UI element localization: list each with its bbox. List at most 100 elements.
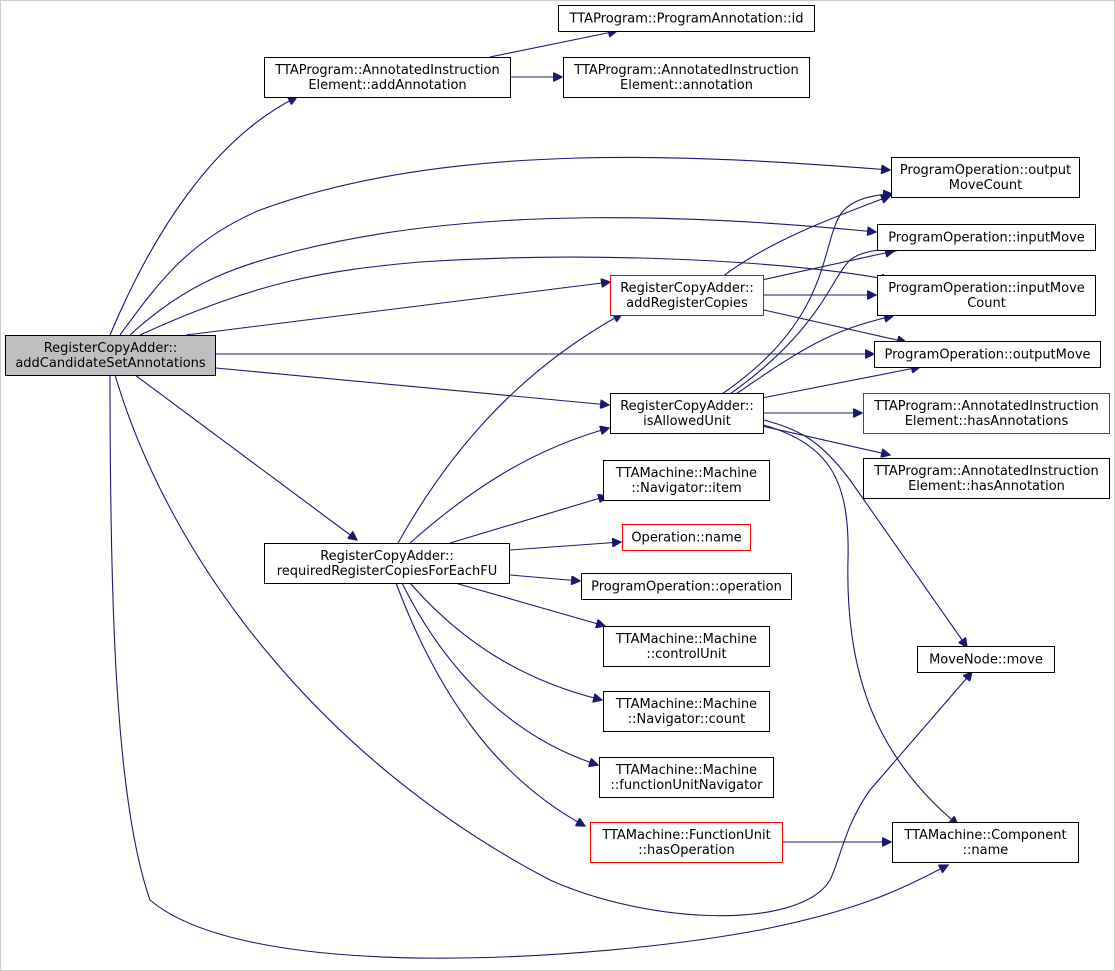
- node-box: [603, 691, 770, 732]
- node-label-line: ProgramOperation::outputMove: [884, 348, 1090, 363]
- node-label-line: ProgramOperation::output: [900, 163, 1071, 178]
- graph-nodes: RegisterCopyAdder::addCandidateSetAnnota…: [5, 5, 1110, 863]
- edge-required-to-navCount: [409, 582, 602, 700]
- edge-root-to-inputMove: [129, 217, 876, 336]
- node-label-line: TTAProgram::AnnotatedInstruction: [573, 63, 798, 78]
- node-label-line: ProgramOperation::inputMove: [888, 281, 1085, 296]
- node-prog-operation[interactable]: ProgramOperation::operation: [581, 573, 792, 600]
- node-label-line: ::hasOperation: [638, 843, 734, 858]
- edge-addRegisterCopies-to-inputMove: [761, 251, 894, 281]
- node-box: [863, 458, 1110, 499]
- edge-root-to-addRegisterCopies: [185, 282, 610, 336]
- node-label-line: TTAMachine::Machine: [615, 763, 757, 778]
- node-box: [603, 460, 770, 501]
- node-has-annotation[interactable]: TTAProgram::AnnotatedInstructionElement:…: [863, 458, 1110, 499]
- edge-required-to-controlUnit: [454, 582, 605, 626]
- node-box: [264, 543, 510, 584]
- node-label-line: RegisterCopyAdder::: [620, 281, 754, 296]
- node-label-line: TTAProgram::AnnotatedInstruction: [873, 464, 1098, 479]
- edge-root-to-addAnnotation: [109, 97, 297, 336]
- node-label-line: TTAMachine::FunctionUnit: [601, 828, 770, 843]
- edge-isAllowedUnit-to-outputMove: [761, 367, 920, 399]
- node-operation-name[interactable]: Operation::name: [622, 524, 751, 551]
- node-box: [874, 341, 1101, 368]
- edge-isAllowedUnit-to-outputMoveCount: [721, 194, 892, 395]
- node-box: [892, 822, 1079, 863]
- edge-root-to-inputMoveCount: [139, 256, 890, 336]
- node-has-operation[interactable]: TTAMachine::FunctionUnit::hasOperation: [590, 822, 783, 863]
- node-label-line: isAllowedUnit: [643, 414, 731, 429]
- node-box: [5, 335, 216, 376]
- node-add-annotation[interactable]: TTAProgram::AnnotatedInstructionElement:…: [264, 57, 511, 98]
- node-control-unit[interactable]: TTAMachine::Machine::controlUnit: [603, 626, 770, 667]
- node-label-line: TTAMachine::Machine: [615, 697, 757, 712]
- edge-required-to-isAllowedUnit: [409, 428, 609, 544]
- node-label-line: ::Navigator::count: [628, 712, 746, 727]
- node-label-line: ProgramOperation::inputMove: [888, 231, 1085, 246]
- node-label-line: Element::hasAnnotation: [908, 479, 1065, 494]
- node-label-line: TTAProgram::AnnotatedInstruction: [274, 63, 499, 78]
- node-required[interactable]: RegisterCopyAdder::requiredRegisterCopie…: [264, 543, 510, 584]
- node-label-line: ::functionUnitNavigator: [611, 778, 764, 793]
- node-label-line: TTAMachine::Machine: [615, 632, 757, 647]
- node-box: [610, 393, 764, 434]
- node-has-annotations[interactable]: TTAProgram::AnnotatedInstructionElement:…: [863, 393, 1110, 434]
- node-box: [917, 646, 1055, 673]
- edge-isAllowedUnit-to-moveNodeMove: [763, 419, 967, 647]
- edge-root-to-isAllowedUnit: [215, 367, 609, 405]
- node-input-move[interactable]: ProgramOperation::inputMove: [877, 224, 1096, 251]
- edge-addRegisterCopies-to-outputMove: [763, 309, 906, 342]
- call-edges: [109, 31, 972, 959]
- node-label-line: RegisterCopyAdder::: [620, 399, 754, 414]
- node-label-line: MoveNode::move: [929, 653, 1043, 668]
- node-label-line: ::controlUnit: [646, 647, 726, 662]
- node-box: [603, 626, 770, 667]
- node-label-line: Operation::name: [631, 531, 741, 546]
- node-box: [563, 57, 810, 98]
- edge-required-to-progOperation: [509, 574, 580, 581]
- node-label-line: ProgramOperation::operation: [591, 580, 782, 595]
- edge-addRegisterCopies-to-outputMoveCount: [721, 196, 890, 278]
- node-output-move[interactable]: ProgramOperation::outputMove: [874, 341, 1101, 368]
- edge-root-to-outputMoveCount: [119, 156, 890, 336]
- node-label-line: ::name: [963, 843, 1009, 858]
- node-fu-navigator[interactable]: TTAMachine::Machine::functionUnitNavigat…: [599, 757, 774, 798]
- node-nav-item[interactable]: TTAMachine::Machine::Navigator::item: [603, 460, 770, 501]
- node-add-register-copies[interactable]: RegisterCopyAdder::addRegisterCopies: [610, 275, 764, 316]
- node-label-line: Element::annotation: [620, 78, 753, 93]
- node-prog-ann-id[interactable]: TTAProgram::ProgramAnnotation::id: [558, 5, 815, 32]
- node-label-line: MoveCount: [949, 178, 1022, 193]
- node-label-line: Count: [967, 296, 1006, 311]
- node-label-line: requiredRegisterCopiesForEachFU: [277, 564, 498, 579]
- node-annotation[interactable]: TTAProgram::AnnotatedInstructionElement:…: [563, 57, 810, 98]
- edge-isAllowedUnit-to-componentName: [763, 424, 958, 825]
- node-label-line: addCandidateSetAnnotations: [15, 356, 206, 371]
- node-component-name[interactable]: TTAMachine::Component::name: [892, 822, 1079, 863]
- node-label-line: RegisterCopyAdder::: [320, 549, 454, 564]
- node-box: [877, 275, 1096, 316]
- edge-root-to-required: [134, 374, 357, 540]
- node-move-node-move[interactable]: MoveNode::move: [917, 646, 1055, 673]
- node-box: [581, 573, 792, 600]
- node-label-line: RegisterCopyAdder::: [44, 341, 178, 356]
- node-box: [558, 5, 815, 32]
- edge-root-to-moveNodeMove: [114, 374, 972, 917]
- node-label-line: Element::addAnnotation: [308, 78, 466, 93]
- edge-addAnnotation-to-id: [489, 31, 617, 58]
- edge-required-to-navItem: [449, 496, 607, 544]
- node-nav-count[interactable]: TTAMachine::Machine::Navigator::count: [603, 691, 770, 732]
- node-box: [599, 757, 774, 798]
- edge-isAllowedUnit-to-hasAnnotation: [761, 425, 890, 455]
- node-is-allowed-unit[interactable]: RegisterCopyAdder::isAllowedUnit: [610, 393, 764, 434]
- node-box: [891, 157, 1080, 198]
- edge-required-to-fuNavigator: [401, 582, 598, 765]
- node-label-line: TTAMachine::Machine: [615, 466, 757, 481]
- node-root[interactable]: RegisterCopyAdder::addCandidateSetAnnota…: [5, 335, 216, 376]
- node-label-line: TTAMachine::Component: [903, 828, 1066, 843]
- node-box: [877, 224, 1096, 251]
- node-box: [622, 524, 751, 551]
- edge-required-to-hasOperation: [395, 582, 585, 826]
